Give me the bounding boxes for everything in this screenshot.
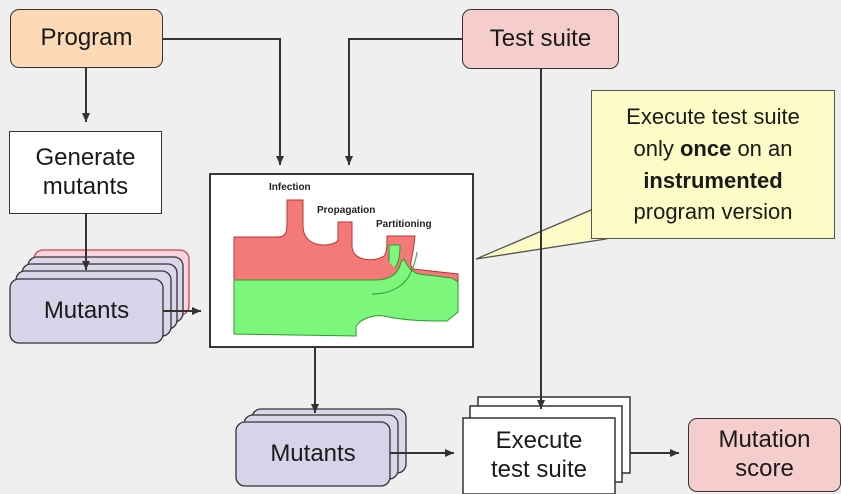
execute-test-suite-label: Execute test suite [490, 427, 588, 483]
mutation-score-node: Mutation score [688, 418, 841, 492]
callout-line-2-pre: only [633, 135, 680, 161]
program-node: Program [10, 9, 163, 68]
execute-stack [462, 396, 631, 494]
mutants-stack-bottom [235, 408, 407, 487]
test-suite-label: Test suite [489, 24, 592, 52]
callout-line-3-bold: instrumented [643, 167, 783, 193]
infection-label: Infection [269, 182, 311, 193]
generate-mutants-node: Generate mutants [9, 131, 162, 214]
generate-mutants-label: Generate mutants [35, 143, 136, 200]
mutants-top-node: Mutants [10, 279, 163, 343]
callout-line-2-bold: once [679, 135, 732, 161]
callout-line-2-post: on an [731, 135, 793, 161]
callout-line-3: instrumented [626, 165, 800, 197]
callout-line-1: Execute test suite [626, 103, 800, 129]
callout-note: Execute test suite only once on an instr… [591, 90, 835, 239]
callout-line-2: only once on an [626, 133, 800, 165]
program-label: Program [40, 24, 133, 52]
mutants-stack-top [9, 249, 190, 344]
callout-line-4: program version [633, 199, 793, 225]
mutants-top-label: Mutants [43, 297, 130, 324]
mutants-bottom-label: Mutants [270, 440, 356, 467]
mutants-bottom-node: Mutants [236, 422, 390, 486]
propagation-label: Propagation [317, 205, 376, 216]
execute-test-suite-node: Execute test suite [463, 418, 615, 494]
partitioning-label: Partitioning [376, 219, 432, 230]
flow-graphic [233, 199, 459, 337]
mutation-score-label: Mutation score [718, 426, 811, 482]
test-suite-node: Test suite [462, 9, 619, 69]
arrows [82, 38, 679, 457]
